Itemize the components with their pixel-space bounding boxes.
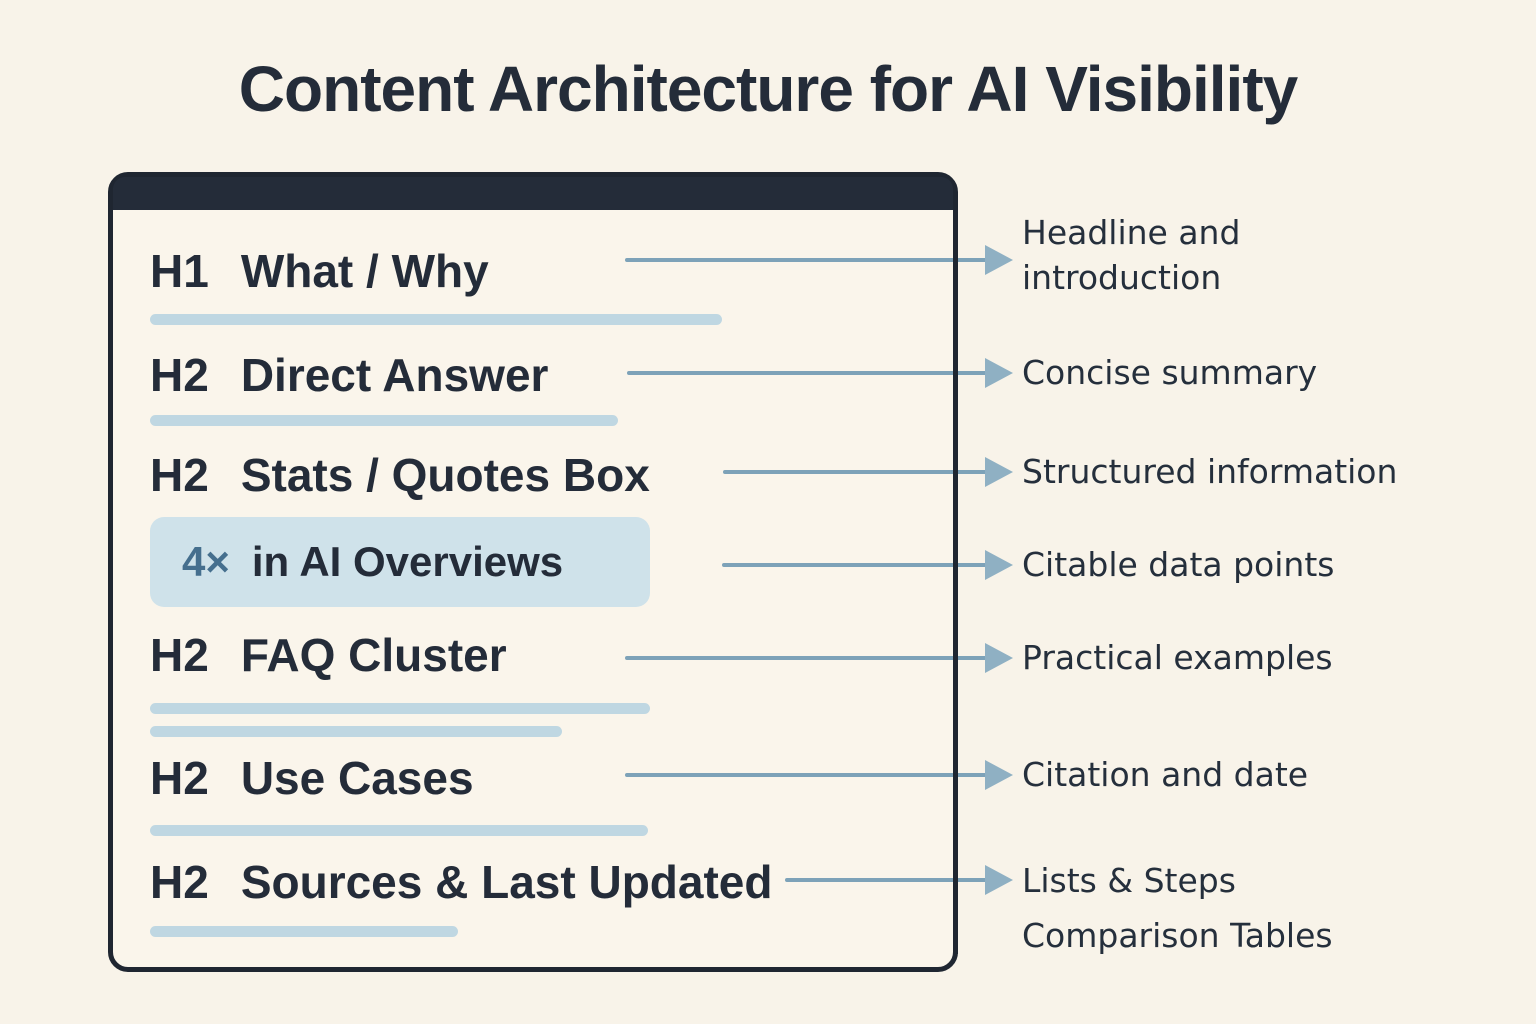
annotation-concise-summary: Concise summary <box>1022 351 1317 395</box>
heading-title: Use Cases <box>240 752 474 804</box>
annotation-line: Citable data points <box>1022 545 1335 584</box>
document-card: H1 What / Why H2 Direct Answer H2 Stats … <box>108 172 958 972</box>
heading-row-direct-answer: H2 Direct Answer <box>150 349 548 401</box>
annotation-line: Comparison Tables <box>1022 916 1333 955</box>
heading-row-sources-updated: H2 Sources & Last Updated <box>150 856 773 908</box>
card-titlebar <box>113 177 953 210</box>
heading-tag: H2 <box>150 349 209 401</box>
heading-tag: H2 <box>150 752 209 804</box>
arrow-line <box>785 878 987 882</box>
annotation-line: Structured information <box>1022 452 1398 491</box>
annotation-structured-information: Structured information <box>1022 450 1397 494</box>
annotation-line: Citation and date <box>1022 755 1309 794</box>
arrow-head-icon <box>985 865 1013 895</box>
arrow-head-icon <box>985 245 1013 275</box>
underline-bar <box>150 415 618 426</box>
heading-row-stats-quotes: H2 Stats / Quotes Box <box>150 449 650 501</box>
heading-title: Stats / Quotes Box <box>240 449 650 501</box>
heading-row-use-cases: H2 Use Cases <box>150 752 474 804</box>
arrow-head-icon <box>985 457 1013 487</box>
arrow-line <box>627 371 987 375</box>
annotation-line: Concise summary <box>1022 353 1318 392</box>
heading-title: What / Why <box>240 245 489 297</box>
annotation-citable-data-points: Citable data points <box>1022 543 1334 587</box>
underline-bar <box>150 825 648 836</box>
heading-title: FAQ Cluster <box>240 629 507 681</box>
stat-label: in AI Overviews <box>251 538 564 585</box>
arrow-head-icon <box>985 358 1013 388</box>
page-title: Content Architecture for AI Visibility <box>238 53 1298 125</box>
arrow-line <box>625 773 987 777</box>
annotation-citation-and-date: Citation and date <box>1022 753 1308 797</box>
underline-bar <box>150 314 722 325</box>
underline-bar <box>150 726 562 737</box>
arrow-head-icon <box>985 760 1013 790</box>
annotation-practical-examples: Practical examples <box>1022 636 1333 680</box>
stat-highlight-box: 4× in AI Overviews <box>150 517 650 607</box>
annotation-line: Headline and <box>1022 213 1241 252</box>
arrow-line <box>625 656 987 660</box>
annotation-headline-introduction: Headline and introduction <box>1022 210 1240 300</box>
annotation-lists-steps-tables: Lists & Steps Comparison Tables <box>1022 853 1333 963</box>
annotation-line: introduction <box>1022 258 1222 297</box>
arrow-line <box>722 563 987 567</box>
heading-tag: H2 <box>150 449 209 501</box>
card-right-border <box>953 196 958 954</box>
arrow-line <box>625 258 987 262</box>
heading-tag: H2 <box>150 629 209 681</box>
heading-tag: H2 <box>150 856 209 908</box>
annotation-line: Practical examples <box>1022 638 1333 677</box>
heading-title: Direct Answer <box>240 349 549 401</box>
arrow-head-icon <box>985 643 1013 673</box>
heading-row-what-why: H1 What / Why <box>150 245 489 297</box>
heading-tag: H1 <box>150 245 209 297</box>
underline-bar <box>150 926 458 937</box>
heading-title: Sources & Last Updated <box>240 856 773 908</box>
annotation-line: Lists & Steps <box>1022 861 1236 900</box>
arrow-line <box>723 470 987 474</box>
underline-bar <box>150 703 650 714</box>
arrow-head-icon <box>985 550 1013 580</box>
stat-value: 4× <box>182 538 230 585</box>
heading-row-faq-cluster: H2 FAQ Cluster <box>150 629 507 681</box>
